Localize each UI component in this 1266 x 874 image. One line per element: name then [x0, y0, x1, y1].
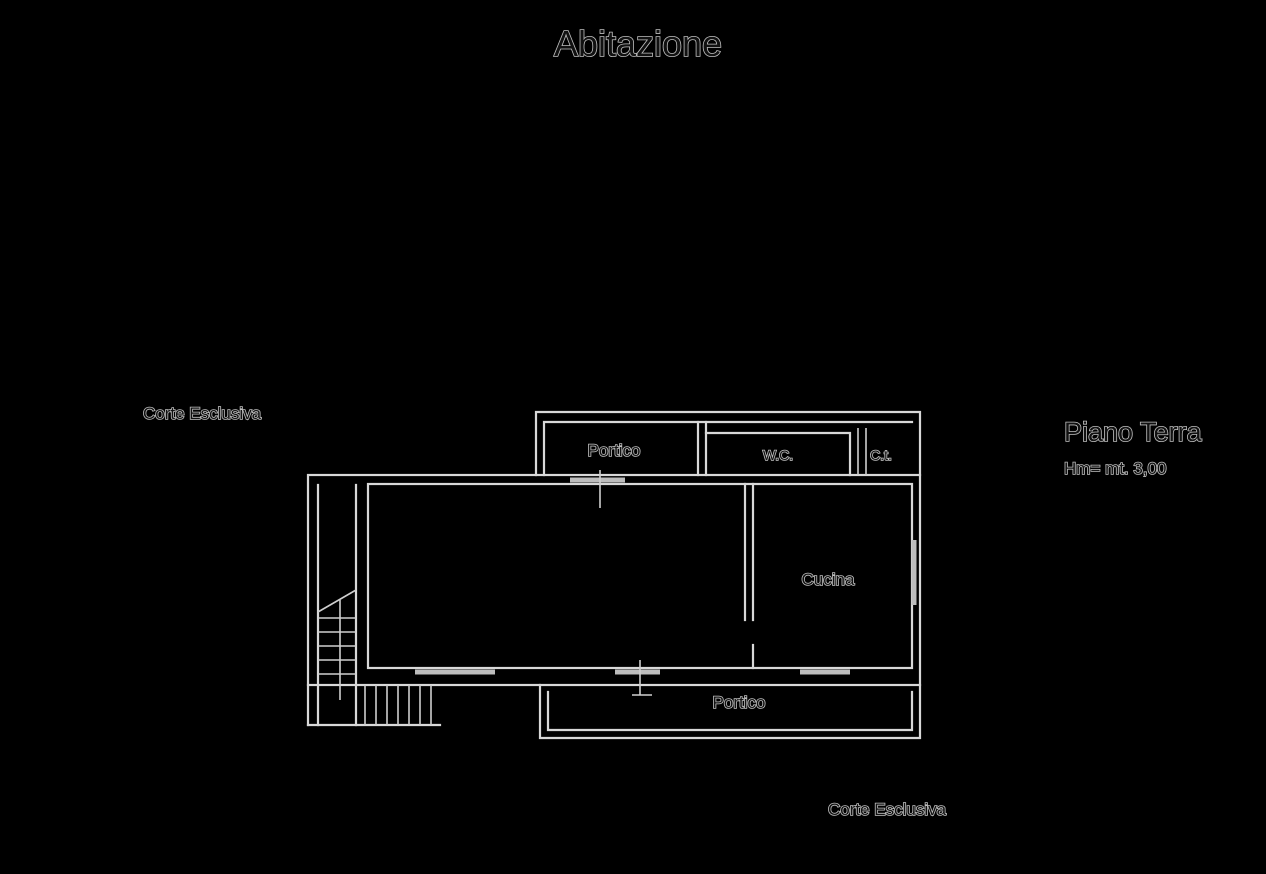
room-label-kitchen: Cucina	[802, 570, 855, 589]
room-label-wc: W.C.	[763, 447, 793, 463]
room-label-portico-bottom: Portico	[713, 693, 766, 712]
floor-height: Hm= mt. 3,00	[1064, 459, 1167, 478]
yard-label-bottom: Corte Esclusiva	[828, 800, 947, 819]
room-label-closet: C.t.	[870, 447, 892, 463]
room-label-portico-top: Portico	[588, 441, 641, 460]
staircase	[317, 589, 432, 725]
plan-title: Abitazione	[554, 23, 722, 64]
floor-name: Piano Terra	[1064, 417, 1203, 447]
building-walls	[306, 410, 922, 740]
yard-label-left: Corte Esclusiva	[143, 404, 262, 423]
windows	[415, 470, 917, 696]
